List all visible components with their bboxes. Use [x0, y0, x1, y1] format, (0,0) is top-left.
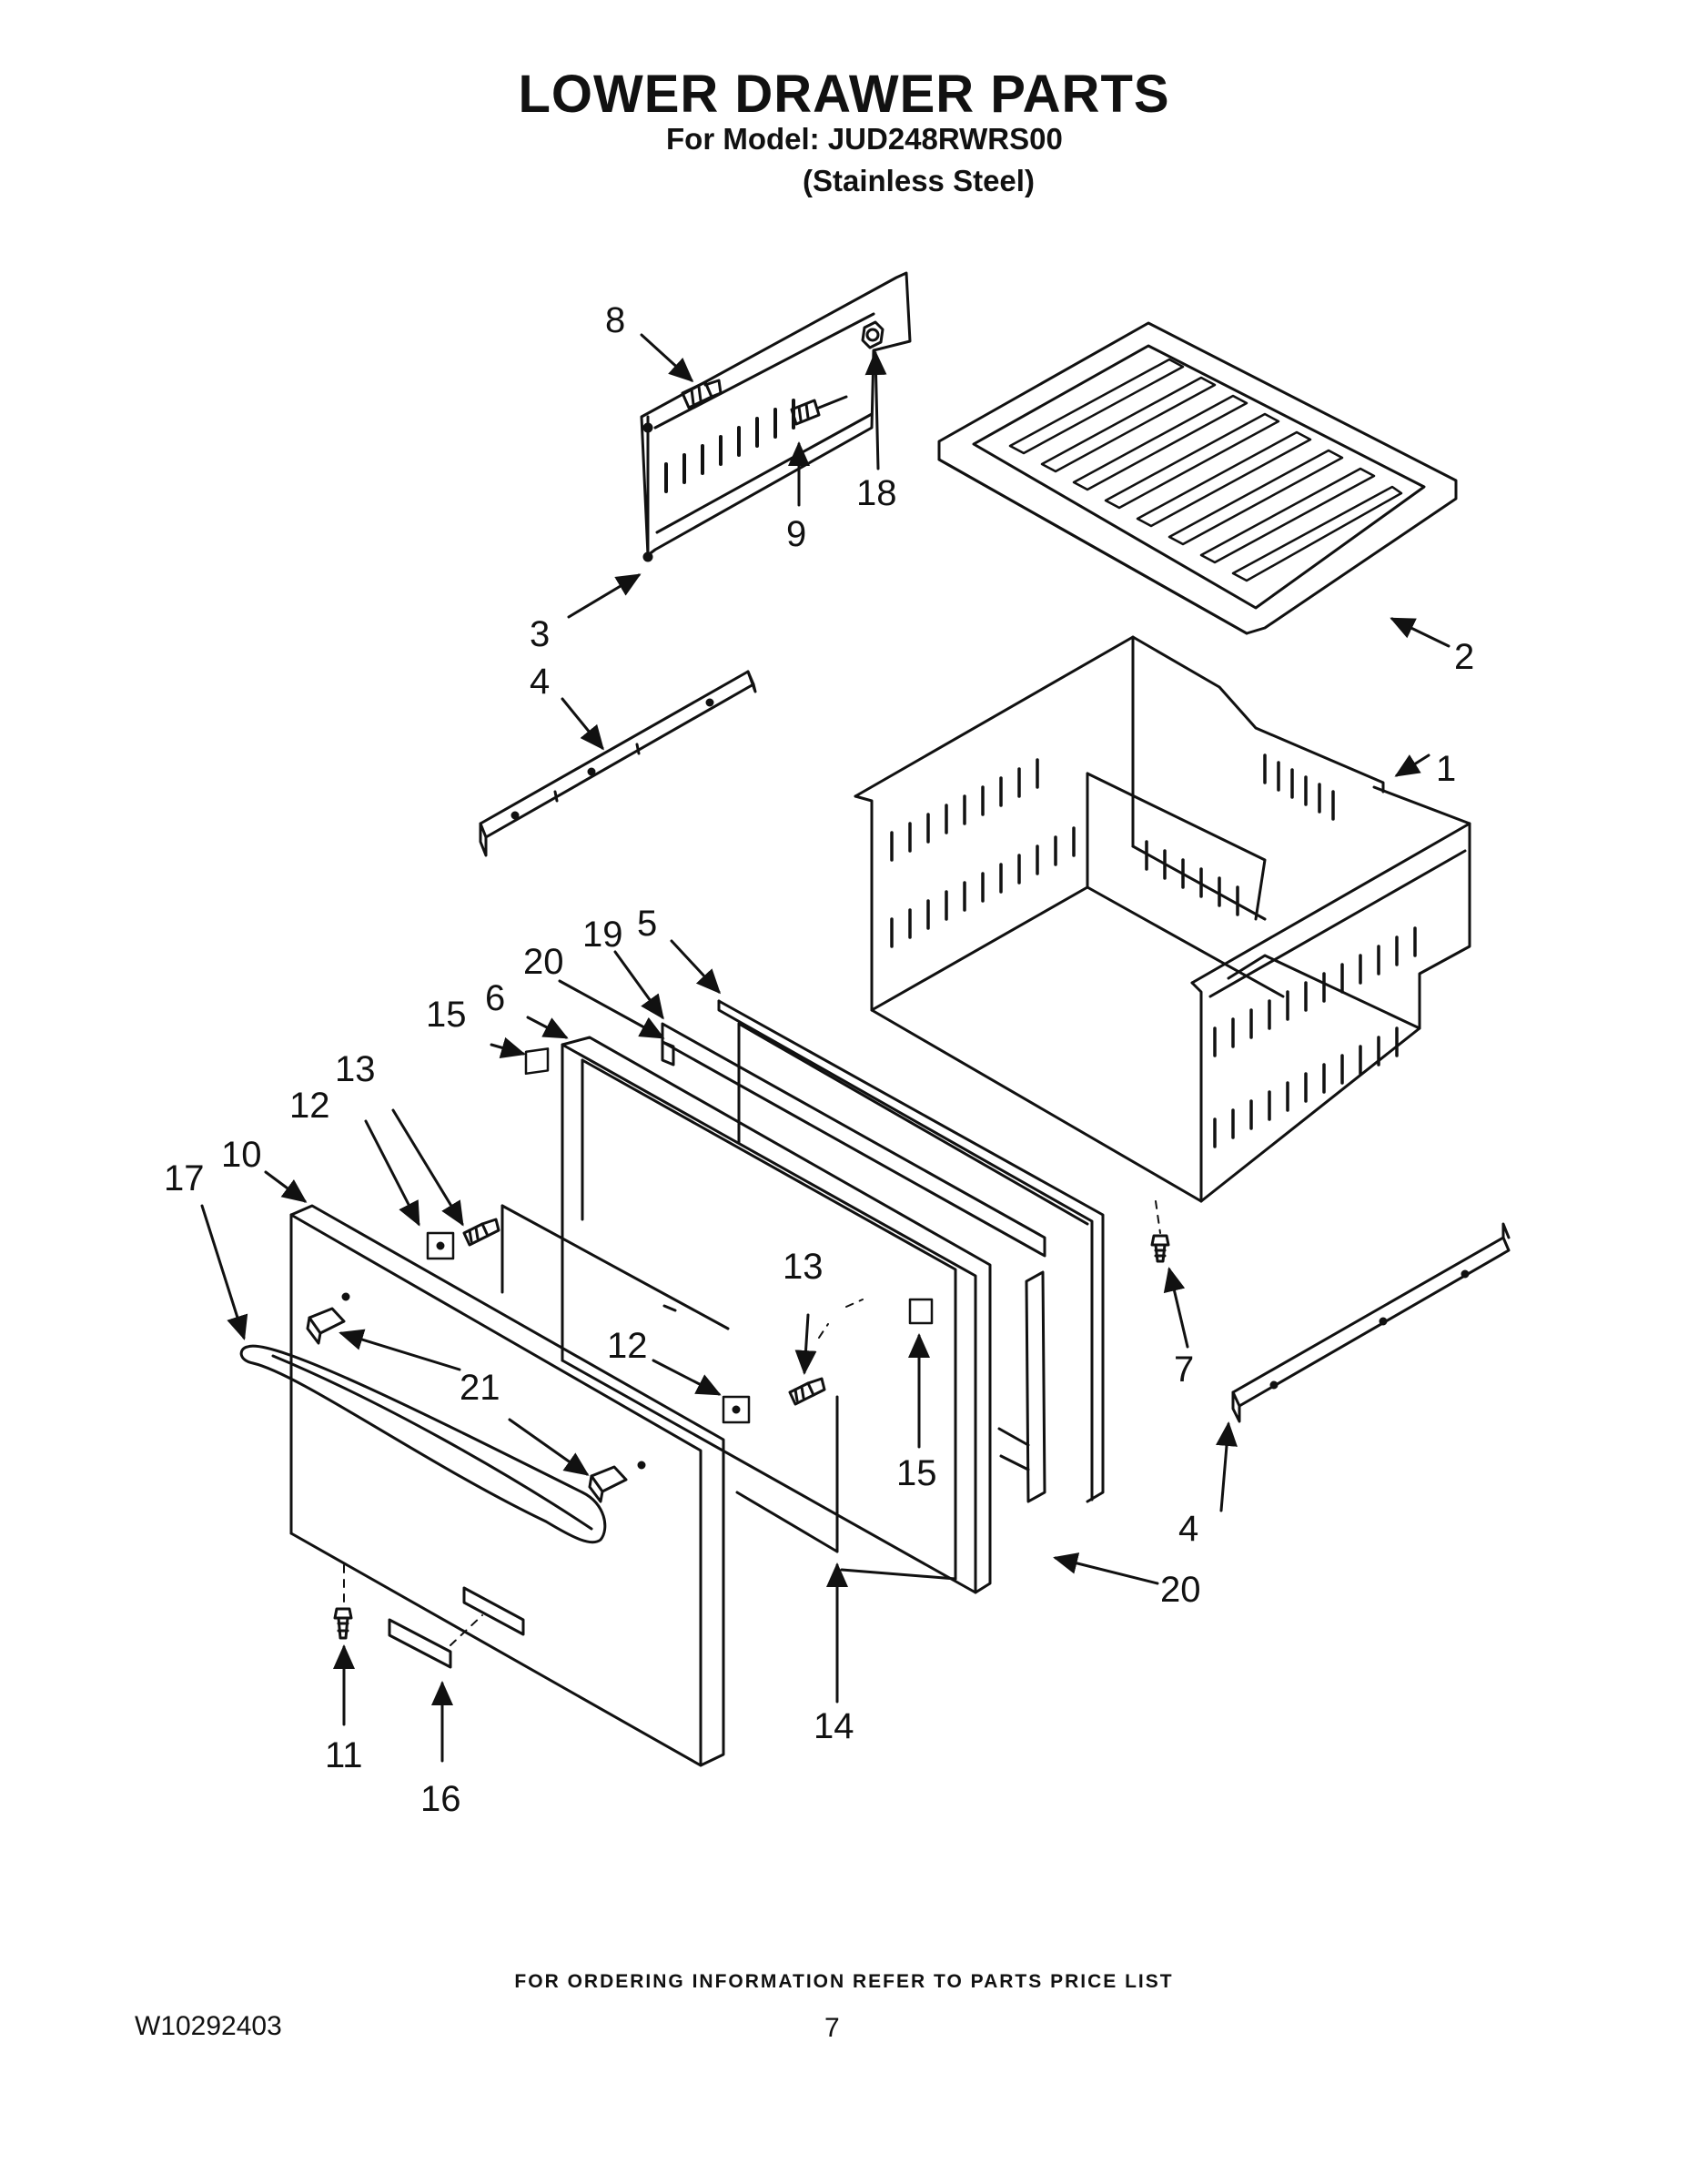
part-nut-18: [861, 320, 884, 349]
part-bracket: [640, 271, 912, 562]
part-handle-cap-right: [588, 1465, 628, 1503]
part-screw-13-left: [462, 1218, 500, 1247]
ordering-note: FOR ORDERING INFORMATION REFER TO PARTS …: [514, 1971, 1174, 1992]
callout-15-right: 15: [896, 1453, 937, 1493]
callout-13-right: 13: [783, 1247, 824, 1287]
model-variant: (Stainless Steel): [803, 164, 1035, 197]
callout-10: 10: [221, 1135, 262, 1175]
callout-16: 16: [420, 1779, 461, 1819]
callout-3: 3: [530, 614, 550, 654]
model-line: For Model: JUD248RWRS00: [666, 122, 1063, 156]
part-badge-16: [388, 1618, 452, 1669]
callout-20-left: 20: [523, 942, 564, 982]
callout-12-right: 12: [607, 1326, 648, 1366]
callout-21: 21: [460, 1368, 500, 1408]
callout-14: 14: [814, 1706, 854, 1746]
part-shelf-cover: [937, 321, 1458, 635]
part-screw-13-right: [788, 1377, 826, 1406]
callout-20-right: 20: [1160, 1570, 1201, 1610]
callout-18: 18: [856, 473, 897, 513]
document-number: W10292403: [135, 2011, 282, 2041]
part-screw-7: [1150, 1234, 1170, 1263]
part-pad-12-left: [426, 1231, 455, 1260]
callout-7: 7: [1174, 1350, 1194, 1390]
assembly-guide-lines: [343, 1200, 1161, 1646]
part-gasket-frame: [717, 999, 1105, 1503]
part-tape-15-right: [908, 1298, 934, 1325]
page-number: 7: [824, 2013, 840, 2043]
callout-9: 9: [786, 514, 806, 554]
callout-labels: 1 2 3 4 4 5 6 7 8 9 10 11 12 12 13 13 14…: [164, 300, 1474, 1819]
part-pad-12-right: [722, 1395, 751, 1424]
callout-17: 17: [164, 1158, 205, 1198]
callout-5: 5: [637, 904, 657, 944]
part-drawer-basket: [854, 635, 1471, 1203]
callout-1: 1: [1436, 749, 1456, 789]
part-strip-20-left: [661, 1040, 675, 1067]
part-slide-rail-left: [479, 670, 757, 857]
part-tape-15-left: [524, 1047, 550, 1076]
callout-8: 8: [605, 300, 625, 340]
part-slide-rail-right: [1231, 1222, 1511, 1423]
part-inner-door-panel: [561, 1036, 992, 1594]
callout-19: 19: [582, 915, 623, 955]
part-handle: [239, 1344, 607, 1544]
callout-15-left: 15: [426, 995, 467, 1035]
part-screw-11: [333, 1607, 353, 1640]
callout-13-left: 13: [335, 1049, 376, 1089]
part-screw-8: [681, 379, 723, 410]
callout-12-left: 12: [289, 1086, 330, 1126]
callout-4-left: 4: [530, 662, 550, 702]
callout-2: 2: [1454, 637, 1474, 677]
part-insulation-panel: [500, 1204, 839, 1553]
part-screw-9: [790, 395, 848, 426]
callout-11: 11: [325, 1735, 363, 1775]
part-inner-gasket: [661, 1022, 1046, 1258]
part-outer-door: [289, 1204, 725, 1767]
part-strip-20-right: [997, 1270, 1046, 1503]
callout-4-right: 4: [1178, 1509, 1198, 1549]
callout-6: 6: [485, 978, 505, 1018]
page-title: LOWER DRAWER PARTS: [518, 65, 1170, 124]
part-handle-cap-left: [306, 1307, 346, 1345]
callout-leaders: [200, 333, 1450, 1763]
